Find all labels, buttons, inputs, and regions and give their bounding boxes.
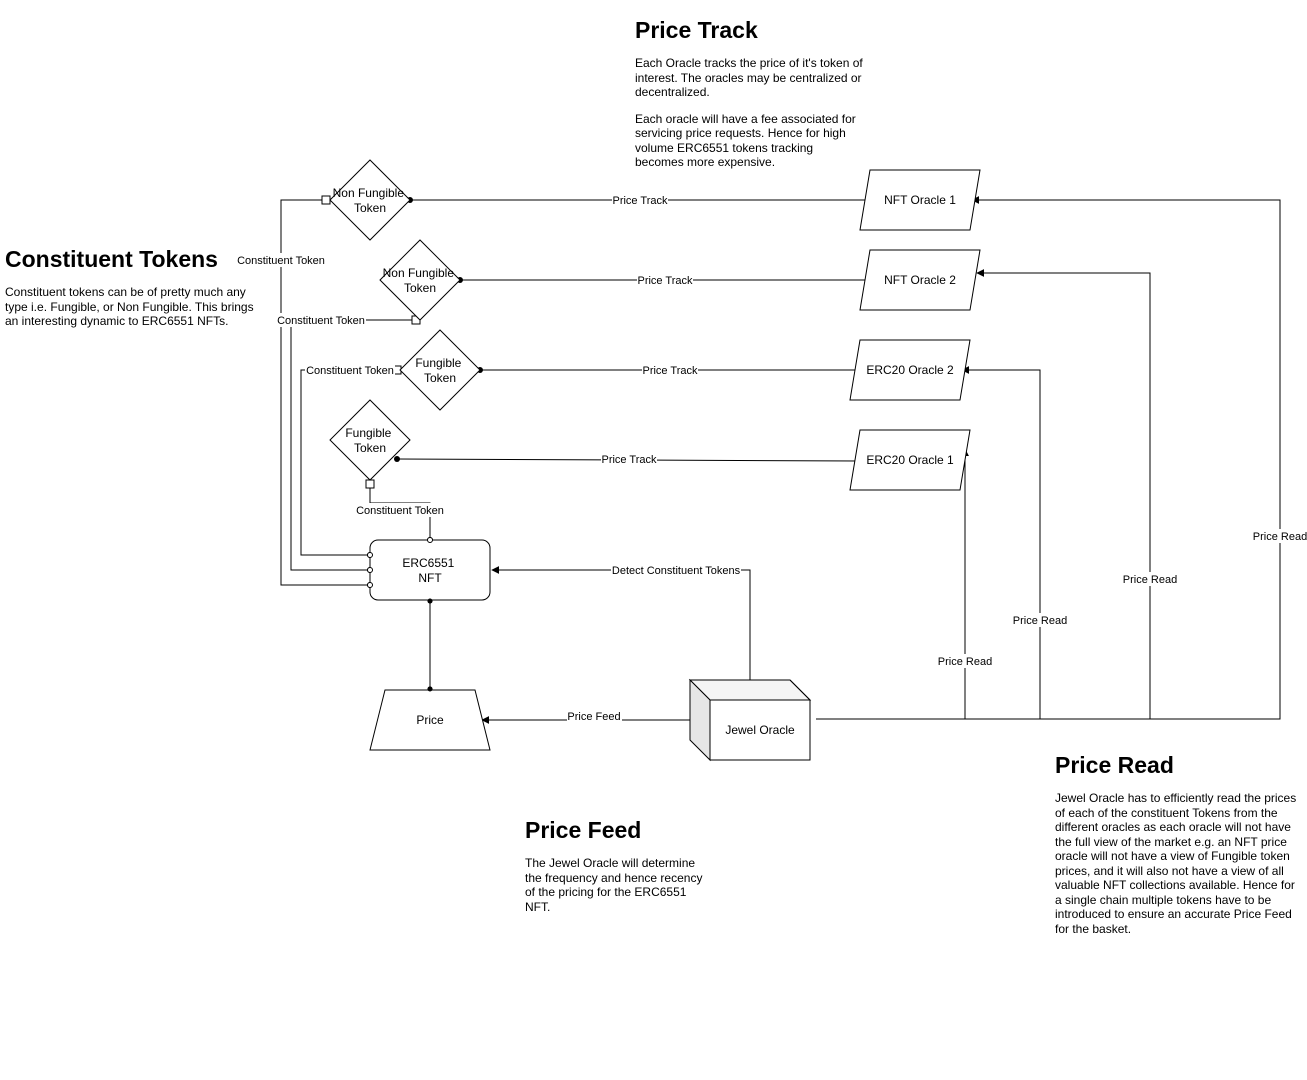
- node-label-line: Token: [354, 201, 386, 215]
- node-label: Jewel Oracle: [725, 723, 795, 737]
- edge-label-constituent-token: Constituent Token: [356, 505, 444, 517]
- node-label-line: Non Fungible: [383, 266, 455, 280]
- edge-constituent-token-3: Constituent Token: [300, 363, 402, 558]
- edge-price-track-4: Price Track: [394, 453, 862, 467]
- node-label: NFT Oracle 1: [884, 193, 956, 207]
- node-nft-oracle-1[interactable]: NFT Oracle 1: [859, 169, 981, 231]
- edge-label-constituent-token: Constituent Token: [237, 255, 325, 267]
- node-nft-oracle-2[interactable]: NFT Oracle 2: [859, 249, 981, 311]
- edge-label-price-read: Price Read: [938, 656, 992, 668]
- edge-label-constituent-token: Constituent Token: [306, 365, 394, 377]
- edge-price-read-erc20-oracle-1: Price Read: [816, 448, 993, 720]
- edge-label-price-track: Price Track: [642, 365, 698, 377]
- edge-label-price-read: Price Read: [1253, 531, 1307, 543]
- svg-text:Non Fungible Token: Non Fungible Token: [383, 266, 458, 295]
- node-label-line: Fungible: [345, 426, 391, 440]
- node-label-line: Token: [424, 371, 456, 385]
- edge-label-price-track: Price Track: [612, 195, 668, 207]
- svg-text:Non Fungible Token: Non Fungible Token: [333, 186, 408, 215]
- svg-text:Fungible Token: Fungible Token: [415, 356, 464, 385]
- section-title: Price Read: [1055, 752, 1174, 778]
- edge-constituent-token-4: Constituent Token: [355, 479, 445, 543]
- section-paragraph: Constituent tokens can be of pretty much…: [5, 285, 254, 328]
- edge-price-read-nft-oracle-2: Price Read: [816, 269, 1178, 720]
- node-label: ERC20 Oracle 1: [866, 453, 954, 467]
- node-erc20-oracle-2[interactable]: ERC20 Oracle 2: [849, 339, 971, 401]
- edge-price-track-2: Price Track: [457, 273, 872, 287]
- node-non-fungible-token-2[interactable]: Non Fungible Token: [379, 239, 461, 321]
- section-title: Price Feed: [525, 817, 642, 843]
- edge-constituent-token-1: Constituent Token: [236, 195, 373, 588]
- erc6551-ports: [367, 537, 433, 604]
- edge-price-feed: Price Feed: [481, 709, 690, 724]
- section-price-feed: Price Feed The Jewel Oracle will determi…: [525, 817, 710, 926]
- edge-label-price-track: Price Track: [601, 454, 657, 466]
- edge-label-constituent-token: Constituent Token: [277, 315, 365, 327]
- edge-price-read-nft-oracle-1: Price Read: [816, 196, 1307, 720]
- svg-text:ERC6551 NFT: ERC6551 NFT: [402, 556, 457, 585]
- svg-text:Fungible Token: Fungible Token: [345, 426, 394, 455]
- node-label-line: ERC6551: [402, 556, 454, 570]
- section-price-track: Price Track Each Oracle tracks the price…: [635, 17, 865, 182]
- node-label-line: NFT: [418, 571, 442, 585]
- node-price[interactable]: Price: [369, 686, 491, 751]
- edge-label-detect-constituent-tokens: Detect Constituent Tokens: [612, 565, 741, 577]
- node-label: ERC20 Oracle 2: [866, 363, 954, 377]
- edge-price-track-1: Price Track: [407, 193, 872, 207]
- edge-label-price-track: Price Track: [637, 275, 693, 287]
- node-fungible-token-2[interactable]: Fungible Token: [329, 399, 411, 481]
- node-non-fungible-token-1[interactable]: Non Fungible Token: [329, 159, 411, 241]
- section-title: Constituent Tokens: [5, 246, 218, 272]
- node-label-line: Token: [404, 281, 436, 295]
- node-label: NFT Oracle 2: [884, 273, 956, 287]
- node-label: Price: [416, 713, 444, 727]
- node-label-line: Non Fungible: [333, 186, 405, 200]
- edge-nft-to-price: [427, 598, 433, 692]
- edge-detect-constituent-tokens: Detect Constituent Tokens: [491, 563, 751, 680]
- section-constituent-tokens: Constituent Tokens Constituent tokens ca…: [5, 246, 255, 341]
- section-paragraph: Jewel Oracle has to efficiently read the…: [1055, 791, 1297, 936]
- node-label-line: Token: [354, 441, 386, 455]
- edge-label-price-read: Price Read: [1123, 574, 1177, 586]
- edge-price-track-3: Price Track: [477, 363, 862, 377]
- node-erc20-oracle-1[interactable]: ERC20 Oracle 1: [849, 429, 971, 491]
- section-price-read: Price Read Jewel Oracle has to efficient…: [1055, 752, 1300, 948]
- section-paragraph: Each oracle will have a fee associated f…: [635, 111, 856, 170]
- node-label-line: Fungible: [415, 356, 461, 370]
- section-paragraph: Each Oracle tracks the price of it's tok…: [635, 56, 863, 99]
- node-erc6551-nft[interactable]: ERC6551 NFT: [369, 539, 491, 601]
- edge-constituent-token-2: Constituent Token: [276, 313, 421, 573]
- edge-label-price-feed: Price Feed: [567, 711, 620, 723]
- section-paragraph: The Jewel Oracle will determine the freq…: [525, 856, 703, 914]
- section-title: Price Track: [635, 17, 758, 43]
- node-fungible-token-1[interactable]: Fungible Token: [399, 329, 481, 411]
- edge-label-price-read: Price Read: [1013, 615, 1067, 627]
- node-jewel-oracle[interactable]: Jewel Oracle: [688, 678, 812, 762]
